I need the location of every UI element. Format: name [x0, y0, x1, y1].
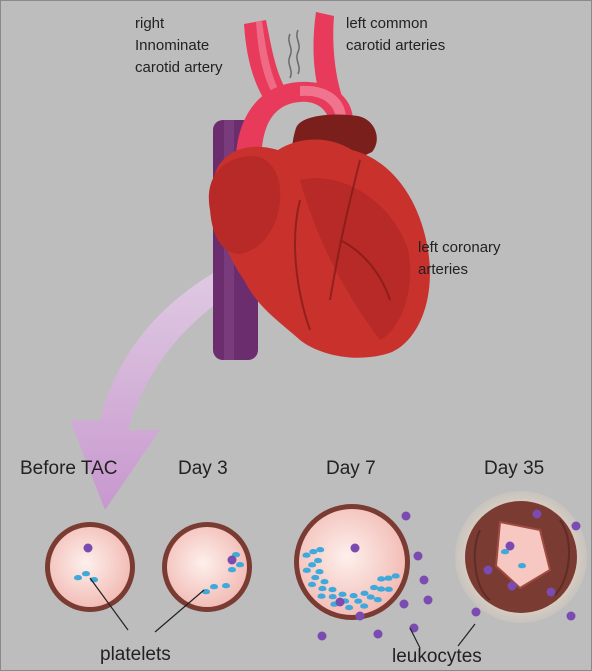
platelet-day-3 — [236, 562, 244, 567]
leukocyte-before-tac — [84, 544, 93, 553]
leukocyte-day-7-outside — [336, 598, 345, 607]
platelet-day-7 — [370, 585, 378, 590]
platelet-before-tac — [74, 575, 82, 580]
leukocyte-day-7-outside — [410, 624, 419, 633]
platelet-day-3 — [202, 589, 210, 594]
leukocyte-day-35 — [533, 510, 542, 519]
platelet-day-7 — [316, 547, 324, 552]
platelet-day-7 — [367, 594, 375, 599]
platelet-day-7 — [339, 592, 347, 597]
leukocyte-day-35-outside — [472, 608, 481, 617]
platelet-day-7 — [329, 594, 337, 599]
platelet-day-7 — [384, 575, 392, 580]
label-right-line-1: right — [135, 15, 165, 32]
platelet-before-tac — [82, 571, 90, 576]
label-right-line-2: Innominate — [135, 37, 209, 54]
platelet-day-7 — [318, 586, 326, 591]
leukocyte-day-7-outside — [400, 600, 409, 609]
leukocyte-day-7-outside — [424, 596, 433, 605]
platelet-day-7 — [392, 573, 400, 578]
platelet-day-7 — [377, 586, 385, 591]
platelet-day-7 — [316, 569, 324, 574]
platelet-day-3 — [228, 567, 236, 572]
platelet-day-7 — [303, 568, 311, 573]
label-leukocytes: leukocytes — [392, 646, 482, 667]
leukocyte-day-35 — [547, 588, 556, 597]
label-left-carotid-line-2: carotid arteries — [346, 37, 445, 54]
leukocyte-day-7 — [351, 544, 360, 553]
platelet-day-7 — [374, 597, 382, 602]
platelet-day-7 — [302, 553, 310, 558]
leukocyte-day-7-outside — [414, 552, 423, 561]
platelet-day-7 — [308, 582, 316, 587]
leukocyte-day-7-outside — [356, 612, 365, 621]
leukocyte-day-7-outside — [420, 576, 429, 585]
platelet-day-7 — [345, 605, 353, 610]
stage-title-before-tac: Before TAC — [20, 458, 118, 479]
platelet-day-7 — [308, 562, 316, 567]
platelet-day-7 — [314, 558, 322, 563]
platelet-day-7 — [350, 593, 358, 598]
platelet-day-7 — [328, 587, 336, 592]
leukocyte-day-35 — [484, 566, 493, 575]
stage-title-day-3: Day 3 — [178, 458, 228, 479]
platelet-day-7 — [385, 587, 393, 592]
platelet-day-7 — [361, 591, 369, 596]
label-left-carotid-line-1: left common — [346, 15, 428, 32]
leukocyte-day-35 — [506, 542, 515, 551]
platelet-day-3 — [222, 583, 230, 588]
leukocyte-day-3 — [228, 556, 237, 565]
platelet-day-7 — [320, 579, 328, 584]
vessel-before-tac — [45, 522, 135, 612]
label-left-coronary-line-2: arteries — [418, 261, 468, 278]
label-left-coronary-line-1: left coronary — [418, 239, 501, 256]
platelet-day-7 — [354, 599, 362, 604]
vessel-day-7 — [294, 504, 410, 620]
platelet-day-7 — [311, 575, 319, 580]
leukocyte-day-35 — [508, 582, 517, 591]
leukocyte-day-35-outside — [567, 612, 576, 621]
leukocyte-day-7-outside — [402, 512, 411, 521]
platelet-day-35 — [518, 563, 526, 568]
platelet-day-3 — [210, 584, 218, 589]
vessel-day-35 — [455, 491, 587, 623]
platelet-day-7 — [309, 549, 317, 554]
platelet-day-7 — [377, 576, 385, 581]
platelet-day-7 — [318, 594, 326, 599]
leukocyte-day-7-outside — [318, 632, 327, 641]
stage-title-day-35: Day 35 — [484, 458, 544, 479]
leukocyte-day-35-outside — [572, 522, 581, 531]
stage-title-day-7: Day 7 — [326, 458, 376, 479]
platelet-day-7 — [360, 603, 368, 608]
label-platelets: platelets — [100, 644, 171, 665]
label-right-line-3: carotid artery — [135, 59, 223, 76]
leukocyte-day-7-outside — [374, 630, 383, 639]
